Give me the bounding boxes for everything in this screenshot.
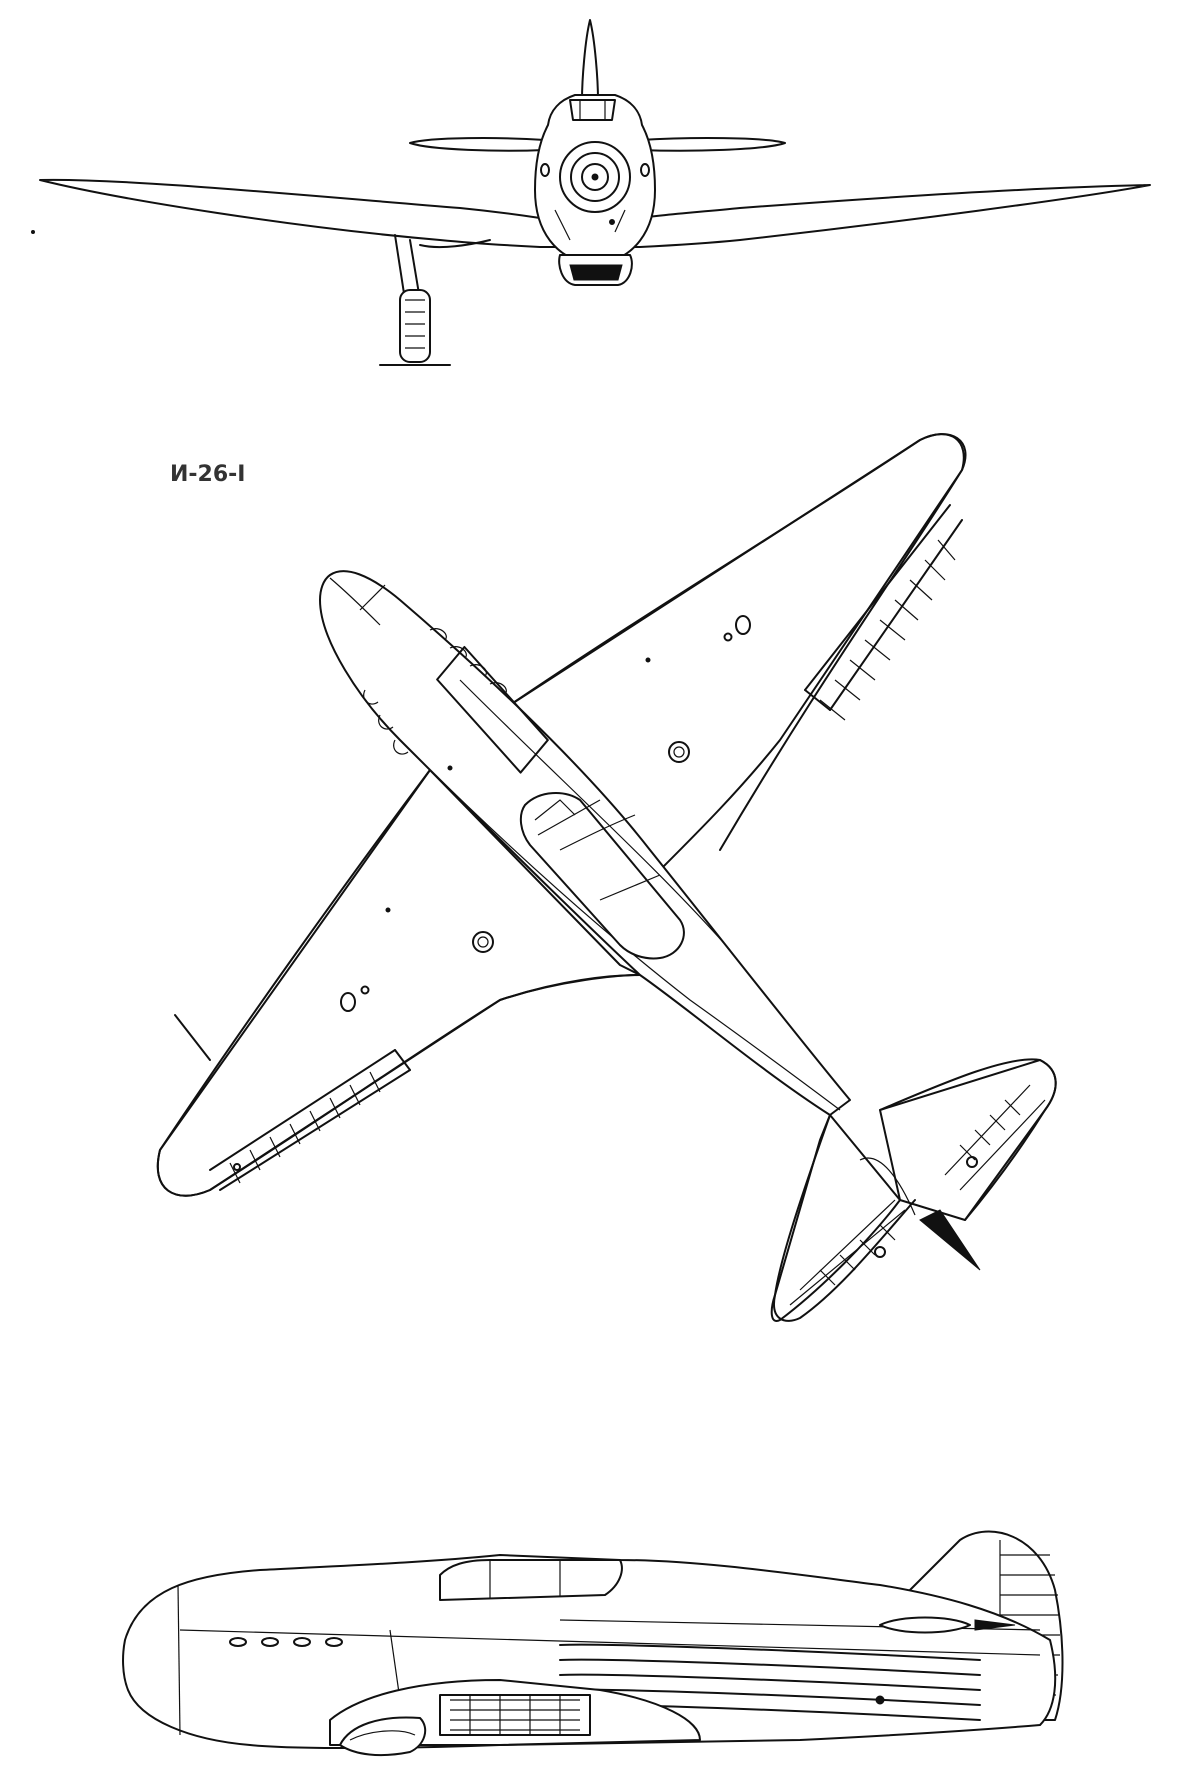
top-view <box>156 433 1057 1322</box>
drawing-title: И-26-I <box>170 462 246 487</box>
front-view <box>31 19 1151 366</box>
side-view <box>122 1530 1064 1757</box>
